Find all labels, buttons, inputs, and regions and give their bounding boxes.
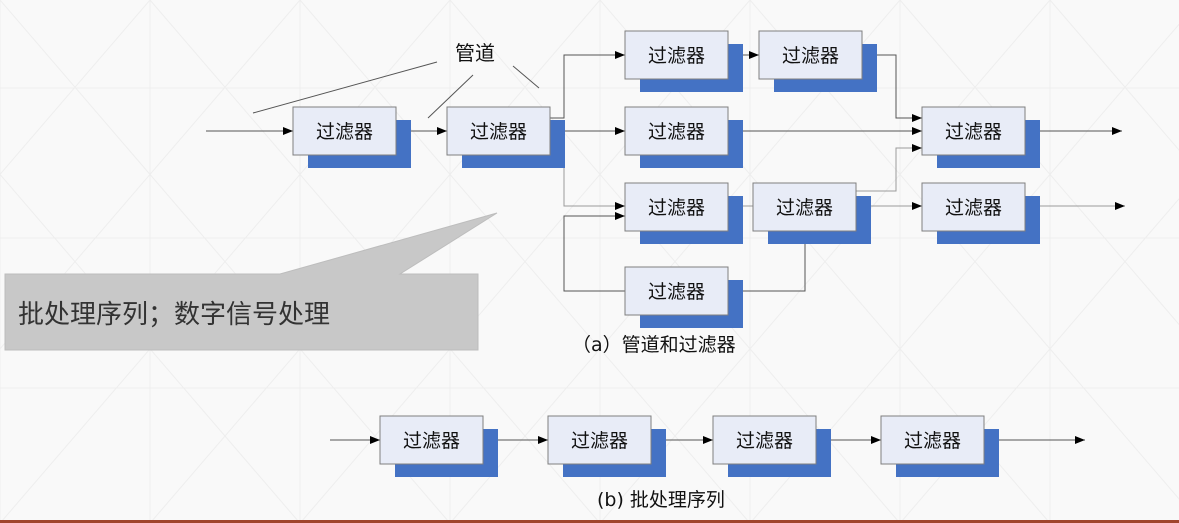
filter-label: 过滤器 xyxy=(945,121,1002,143)
filter-label: 过滤器 xyxy=(776,197,833,219)
filter-box xyxy=(624,30,729,80)
filter-node: 过滤器 xyxy=(758,30,877,92)
pipe-label: 管道 xyxy=(455,41,495,65)
pipe-annotation: 管道 xyxy=(252,41,540,119)
filter-label: 过滤器 xyxy=(648,121,705,143)
pipe-pointer-line xyxy=(427,74,474,119)
filter-node: 过滤器 xyxy=(880,415,999,477)
filter-label: 过滤器 xyxy=(648,45,705,67)
filter-box xyxy=(379,415,484,465)
filter-box xyxy=(758,30,863,80)
filter-label: 过滤器 xyxy=(403,430,460,452)
filter-node: 过滤器 xyxy=(752,182,871,244)
filter-node: 过滤器 xyxy=(446,106,565,168)
filter-box xyxy=(921,182,1026,232)
callout: 批处理序列；数字信号处理 xyxy=(4,212,498,351)
bottom-rule xyxy=(0,520,1179,523)
filter-label: 过滤器 xyxy=(648,281,705,303)
filter-node: 过滤器 xyxy=(624,106,743,168)
filter-label: 过滤器 xyxy=(316,121,373,143)
filter-label: 过滤器 xyxy=(782,45,839,67)
filter-box xyxy=(624,182,729,232)
filter-node: 过滤器 xyxy=(292,106,411,168)
filters-part-b: 过滤器 过滤器 过滤器 过滤器 xyxy=(379,415,999,477)
pipe xyxy=(855,144,922,192)
filter-node: 过滤器 xyxy=(921,182,1040,244)
filter-node: 过滤器 xyxy=(624,30,743,92)
filter-label: 过滤器 xyxy=(648,197,705,219)
pipe xyxy=(862,54,922,122)
pipe-feedback xyxy=(563,212,625,292)
filter-box xyxy=(752,182,857,232)
filter-box xyxy=(547,415,652,465)
filter-label: 过滤器 xyxy=(904,430,961,452)
filter-box xyxy=(712,415,817,465)
filter-box xyxy=(921,106,1026,156)
filter-box xyxy=(292,106,397,156)
callout-shape xyxy=(4,212,498,351)
filter-box xyxy=(880,415,985,465)
filter-node: 过滤器 xyxy=(712,415,831,477)
filters-part-a: 过滤器过滤器过滤器过滤器过滤器过滤器过滤器过滤器过滤器过滤器 xyxy=(292,30,1040,328)
pipe-pointer-line xyxy=(512,65,540,89)
caption-b: (b) 批处理序列 xyxy=(597,489,725,511)
callout-text: 批处理序列；数字信号处理 xyxy=(18,300,330,330)
pipe xyxy=(549,51,625,119)
filter-label: 过滤器 xyxy=(571,430,628,452)
filter-box xyxy=(624,266,729,316)
filter-label: 过滤器 xyxy=(470,121,527,143)
filter-node: 过滤器 xyxy=(379,415,498,477)
filter-label: 过滤器 xyxy=(945,197,1002,219)
filter-box xyxy=(446,106,551,156)
pipe xyxy=(728,231,806,295)
filter-node: 过滤器 xyxy=(624,182,743,244)
filter-node: 过滤器 xyxy=(624,266,743,328)
pipe-pointer-line xyxy=(252,61,438,114)
caption-a: （a）管道和过滤器 xyxy=(572,334,736,356)
filter-label: 过滤器 xyxy=(736,430,793,452)
filter-node: 过滤器 xyxy=(547,415,666,477)
filter-node: 过滤器 xyxy=(921,106,1040,168)
filter-box xyxy=(624,106,729,156)
